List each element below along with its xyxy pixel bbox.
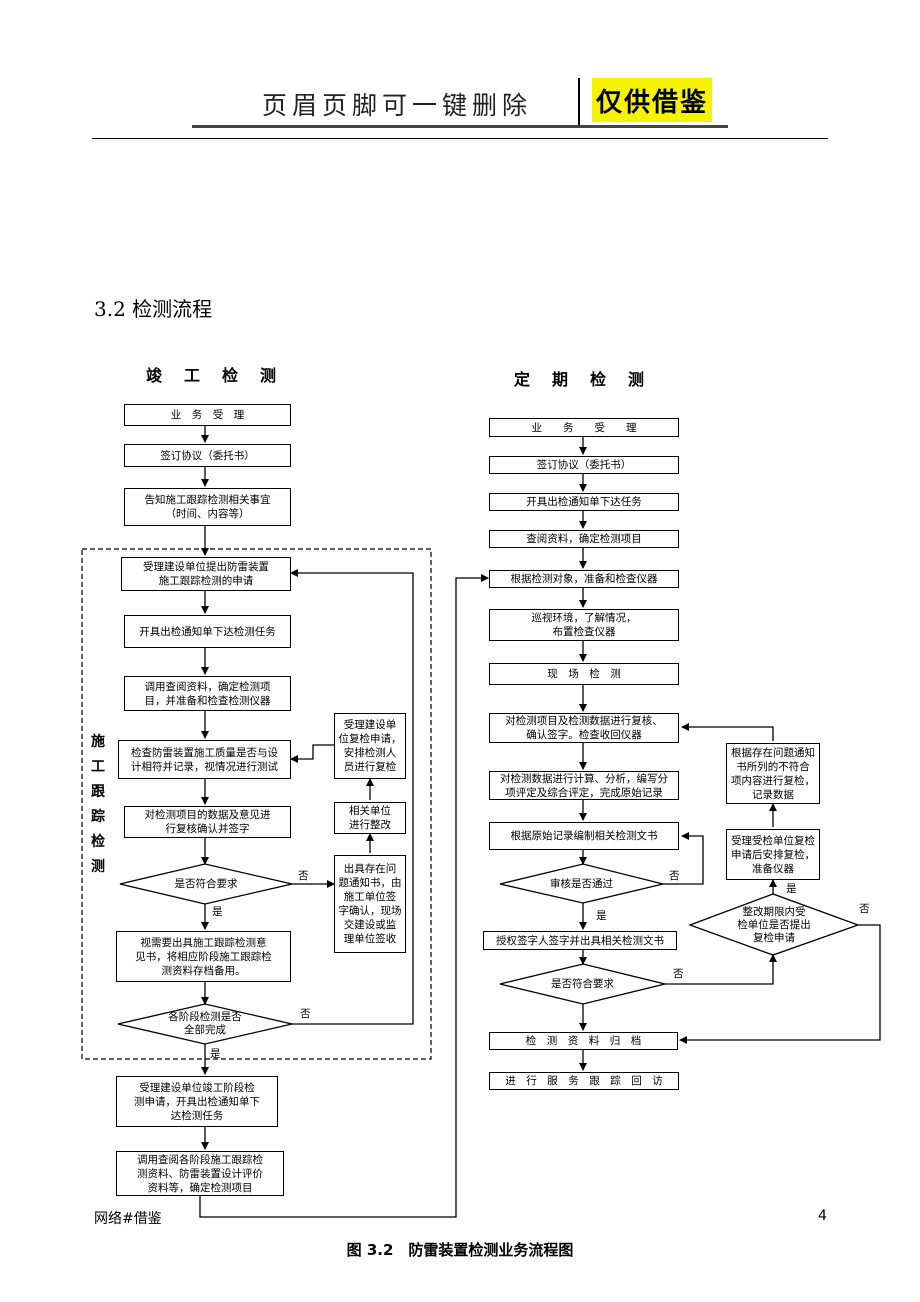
left-accept-completion-application: 受理建设单位竣工阶段检 测申请，开具出检通知单下 达检测任务: [116, 1076, 278, 1127]
left-confirm-data: 对检测项目的数据及意见进 行复核确认并签字: [124, 806, 291, 838]
right-arrange-recheck: 受理受检单位复检 申请后安排复检， 准备仪器: [726, 829, 820, 880]
left-decision-1-shape: [119, 863, 293, 905]
left-check-construction-quality: 检查防雷装置施工质量是否与设 计相符并记录，视情况进行测试: [118, 740, 291, 779]
right-verify-data: 对检测项目及检测数据进行复核、 确认签字。检查收回仪器: [489, 713, 679, 743]
right-sign-issue-documents: 授权签字人签字并出具相关检测文书: [483, 931, 677, 950]
figure-caption: 图 3.2 防雷装置检测业务流程图: [346, 1241, 574, 1259]
left-label-yes-2: 是: [210, 1048, 221, 1060]
left-decision-2-text: 各阶段检测是否 全部完成: [168, 1011, 242, 1036]
page-number: 4: [818, 1208, 827, 1224]
left-decision-1-text: 是否符合要求: [174, 877, 238, 890]
left-label-no-2: 否: [300, 1008, 311, 1020]
right-review-materials: 查阅资料，确定检测项目: [489, 530, 679, 548]
left-issue-inspection-notice: 开具出检通知单下达检测任务: [124, 615, 291, 648]
right-issue-notice: 开具出检通知单下达任务: [489, 493, 679, 511]
left-accept-tracking-application: 受理建设单位提出防雷装置 施工跟踪检测的申请: [121, 557, 291, 591]
right-decision-meet-shape: [499, 963, 666, 1005]
left-review-all-stages: 调用查阅各阶段施工跟踪检 测资料、防雷装置设计评价 资料等，确定检测项目: [116, 1151, 284, 1196]
left-column-title: 竣工检测: [146, 366, 299, 385]
right-decision-rectify-text: 整改期限内受 检单位是否提出 复检申请: [737, 905, 811, 944]
right-decision-meet-text: 是否符合要求: [551, 977, 614, 990]
left-accept-reinspection: 受理建设单 位复检申请， 安排检测人 员进行复检: [334, 713, 406, 779]
left-notify-matters: 告知施工跟踪检测相关事宜 （时间、内容等）: [124, 488, 291, 526]
side-label-construction-tracking: 施工跟踪检测: [91, 734, 105, 875]
right-label-no-review: 否: [669, 870, 680, 882]
right-label-yes-review: 是: [596, 910, 607, 922]
right-recheck-items: 根据存在问题通知 书所列的不符合 项内容进行复检， 记录数据: [726, 743, 820, 804]
left-review-materials: 调用查阅资料，确定检测项 目，并准备和检查检测仪器: [124, 676, 291, 711]
left-business-acceptance: 业 务 受 理: [124, 404, 291, 426]
left-problem-notice: 出具存在问 题通知书，由 施工单位签 字确认，现场 交建设或监 理单位签收: [334, 855, 406, 953]
header-underline-thick: [192, 125, 728, 128]
left-sign-agreement: 签订协议（委托书）: [124, 444, 291, 467]
header-rule: [92, 138, 828, 139]
right-business-acceptance: 业 务 受 理: [489, 418, 679, 437]
right-decision-review-text: 审核是否通过: [550, 877, 613, 890]
left-decision-2-shape: [117, 1003, 293, 1045]
right-column-title: 定期检测: [514, 370, 667, 389]
right-decision-rectify-shape: [688, 893, 860, 956]
right-calculate-analyze: 对检测数据进行计算、分析，编写分 项评定及综合评定，完成原始记录: [489, 771, 679, 800]
left-rectification: 相关单位 进行整改: [334, 802, 406, 834]
right-on-site-inspection: 现 场 检 测: [489, 663, 679, 685]
right-label-yes-rectify: 是: [786, 883, 797, 895]
header-badge: 仅供借鉴: [592, 78, 712, 122]
right-compile-documents: 根据原始记录编制相关检测文书: [489, 822, 679, 850]
right-sign-agreement: 签订协议（委托书）: [489, 456, 679, 474]
right-prepare-instruments: 根据检测对象，准备和检查仪器: [489, 570, 679, 588]
section-title: 3.2 检测流程: [94, 297, 213, 321]
right-label-no-rectify: 否: [859, 903, 870, 915]
right-archive: 检 测 资 料 归 档: [489, 1032, 678, 1050]
right-inspect-environment: 巡视环境，了解情况， 布置检查仪器: [489, 609, 679, 641]
right-follow-up: 进 行 服 务 跟 踪 回 访: [489, 1072, 679, 1090]
header-divider-vertical: [578, 78, 580, 128]
right-decision-review-shape: [499, 863, 664, 904]
left-issue-opinion-letter: 视需要出具施工跟踪检测意 见书，将相应阶段施工跟踪检 测资料存档备用。: [116, 931, 291, 982]
right-label-no-meet: 否: [673, 968, 684, 980]
left-label-yes-1: 是: [212, 906, 223, 918]
left-label-no-1: 否: [298, 870, 309, 882]
footer-left-text: 网络#借鉴: [94, 1211, 162, 1227]
header-text: 页眉页脚可一键删除: [262, 91, 533, 120]
